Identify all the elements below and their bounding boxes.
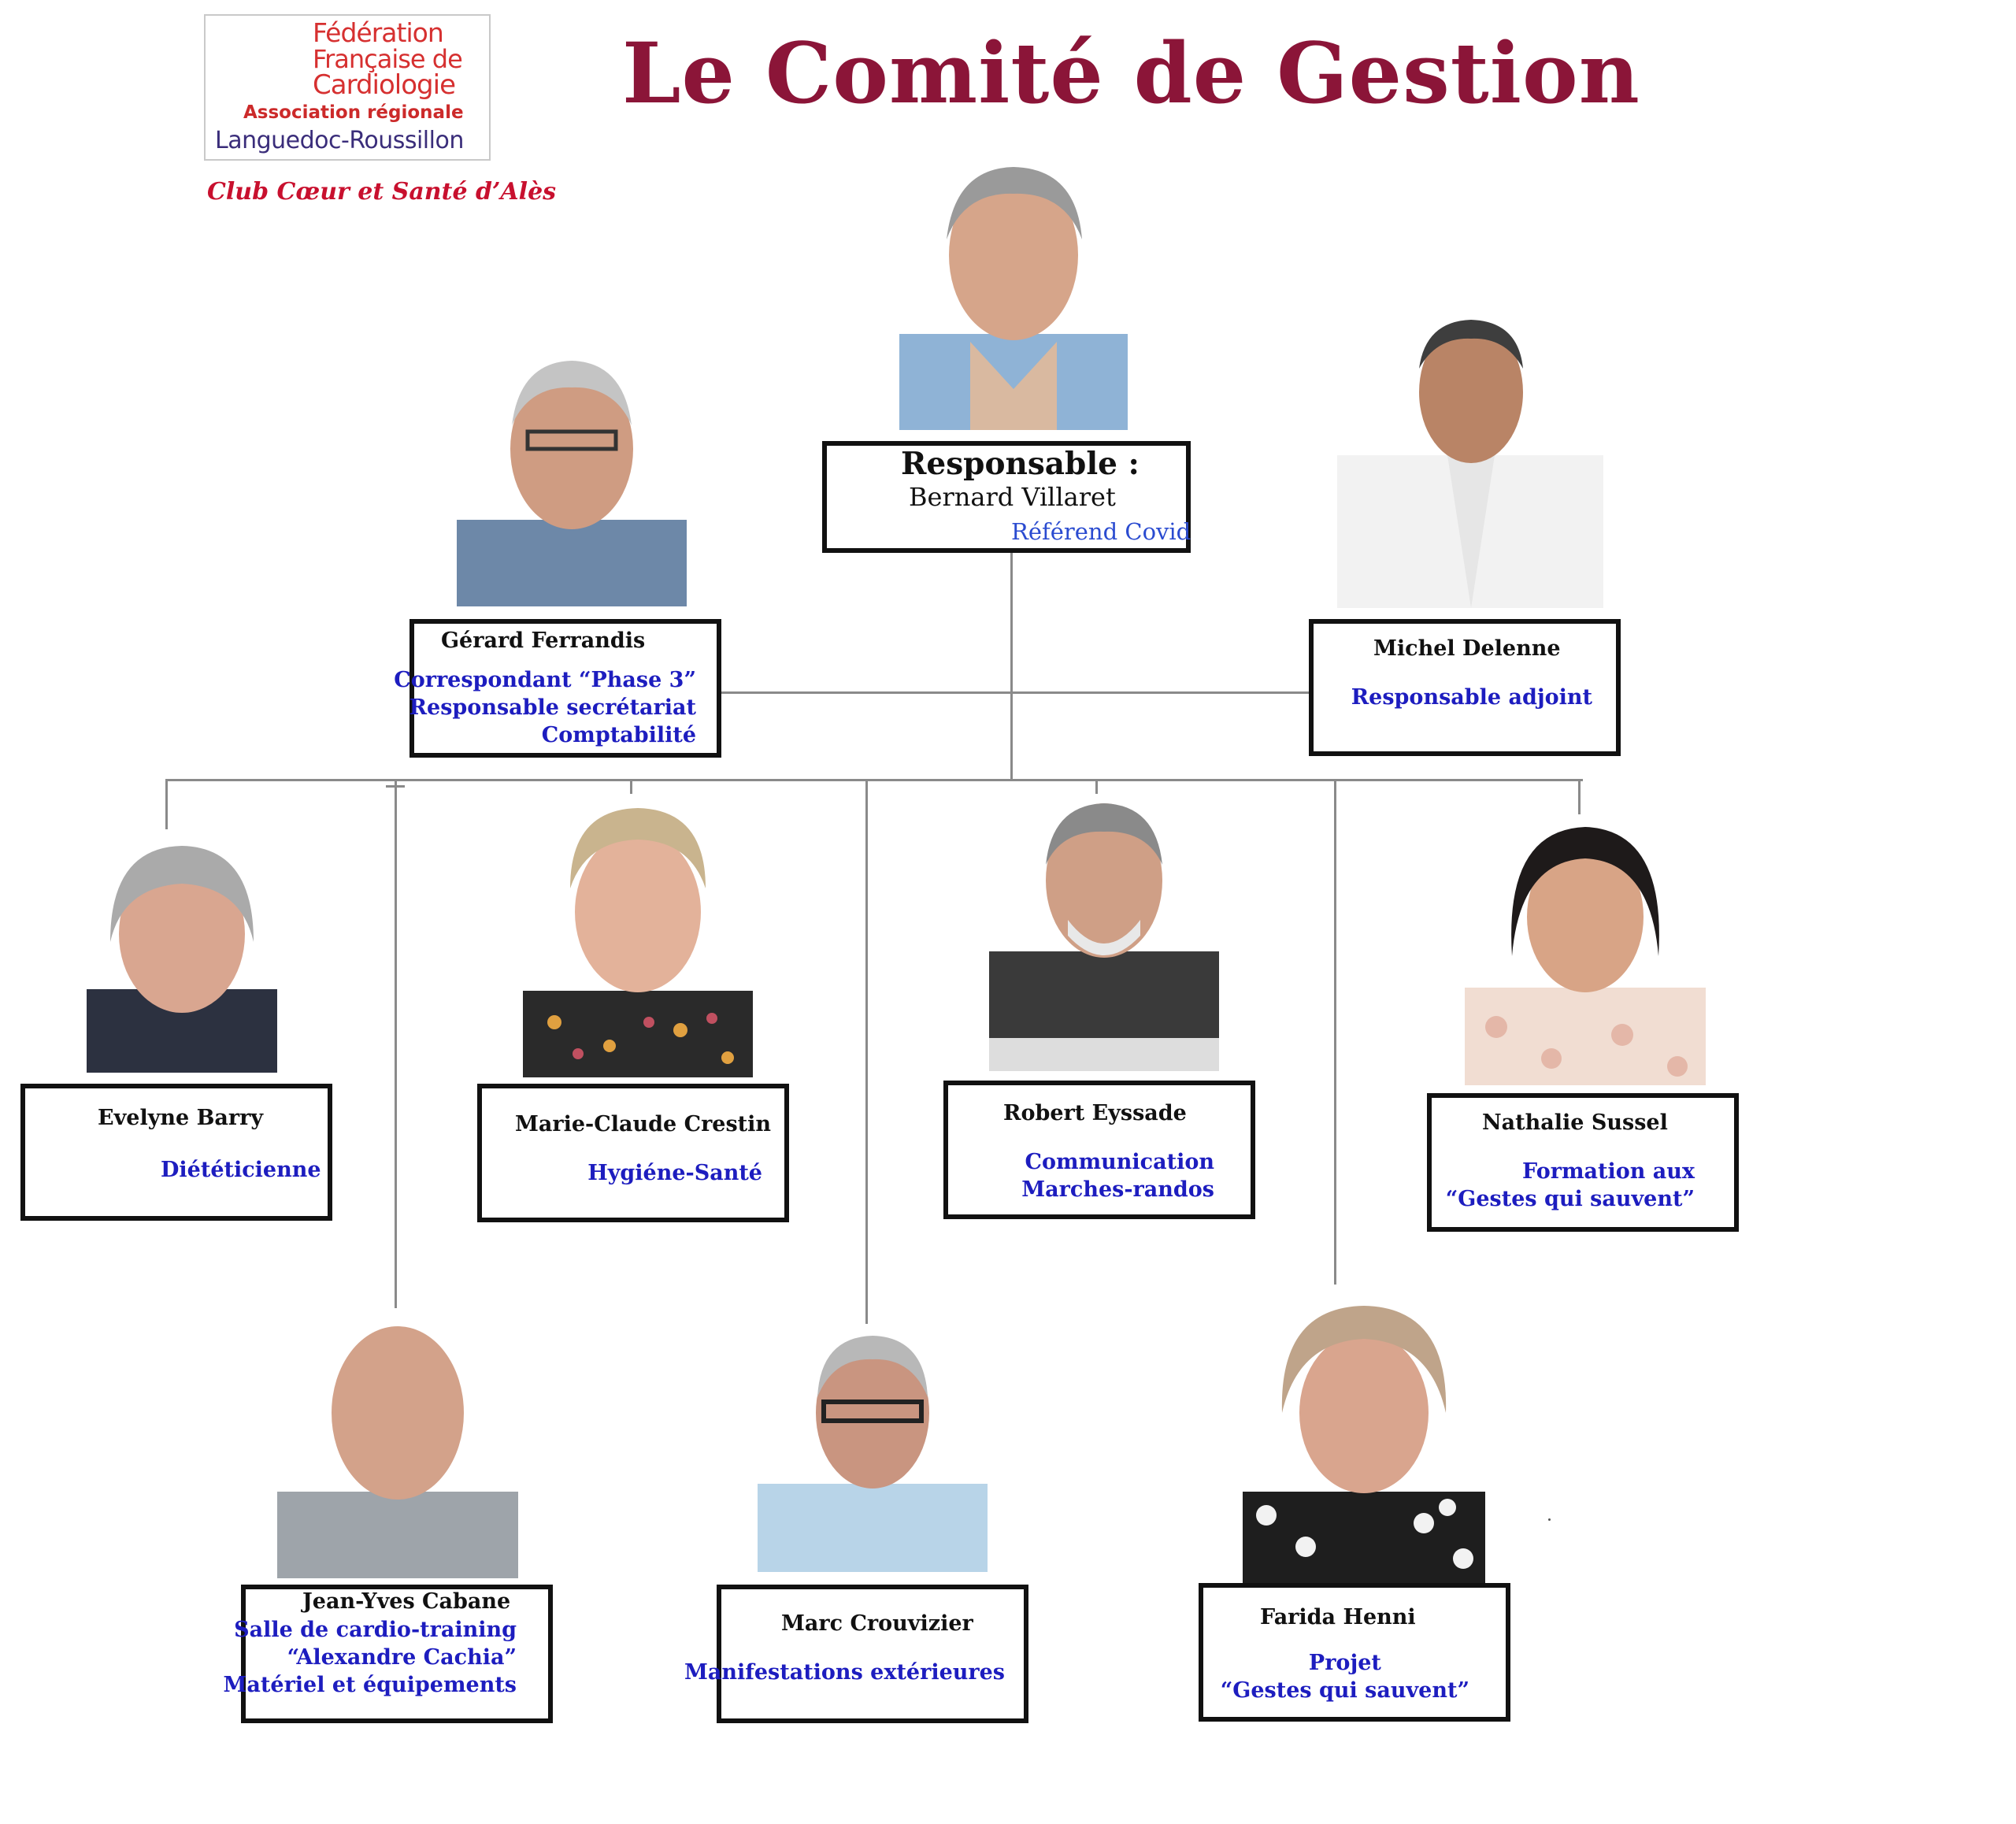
henni-box: Farida Henni Projet “Gestes qui sauvent” bbox=[1199, 1583, 1510, 1722]
cabane-role-1: Salle de cardio-training bbox=[234, 1618, 517, 1642]
logo-line-cardiologie: Cardiologie bbox=[313, 69, 456, 101]
portrait-michel-delenne bbox=[1337, 306, 1603, 608]
ferrandis-roles: Correspondant “Phase 3” Responsable secr… bbox=[394, 666, 696, 749]
connector-henni bbox=[1334, 779, 1336, 1285]
portrait-marie-claude-crestin bbox=[523, 794, 753, 1077]
page-title: Le Comité de Gestion bbox=[622, 24, 1640, 122]
delenne-role-1: Responsable adjoint bbox=[1351, 685, 1592, 710]
connector-level2-bar bbox=[721, 691, 1310, 694]
head-box: Responsable : Bernard Villaret Référend … bbox=[822, 441, 1191, 553]
portrait-robert-eyssade bbox=[989, 794, 1219, 1071]
barry-role-1: Diététicienne bbox=[161, 1158, 321, 1182]
portrait-nathalie-sussel bbox=[1465, 814, 1706, 1085]
crestin-box: Marie-Claude Crestin Hygiéne-Santé bbox=[477, 1084, 789, 1222]
crouvizier-name: Marc Crouvizier bbox=[781, 1611, 973, 1636]
eyssade-roles: Communication Marches-randos bbox=[1021, 1148, 1214, 1203]
crouvizier-roles: Manifestations extérieures bbox=[684, 1659, 1005, 1686]
ferrandis-role-1: Correspondant “Phase 3” bbox=[394, 668, 696, 692]
connector-eyssade bbox=[1095, 779, 1098, 796]
logo-line-region: Languedoc-Roussillon bbox=[215, 127, 464, 154]
eyssade-role-2: Marches-randos bbox=[1021, 1177, 1214, 1202]
portrait-bernard-villaret bbox=[899, 153, 1128, 430]
ferrandis-role-2: Responsable secrétariat bbox=[409, 695, 696, 720]
logo-line-federation: Fédération bbox=[313, 17, 444, 48]
connector-cabane bbox=[395, 779, 397, 1308]
portrait-gerard-ferrandis bbox=[457, 339, 687, 606]
sussel-roles: Formation aux “Gestes qui sauvent” bbox=[1446, 1158, 1695, 1213]
portrait-jean-yves-cabane bbox=[277, 1311, 518, 1578]
connector-level3-bar bbox=[165, 779, 1583, 781]
sussel-box: Nathalie Sussel Formation aux “Gestes qu… bbox=[1427, 1093, 1739, 1232]
connector-head-trunk bbox=[1010, 551, 1013, 781]
henni-role-1: Projet bbox=[1308, 1651, 1381, 1675]
connector-sussel bbox=[1578, 779, 1581, 817]
crestin-name: Marie-Claude Crestin bbox=[515, 1112, 772, 1136]
portrait-marc-crouvizier bbox=[758, 1326, 988, 1572]
head-label: Responsable : bbox=[901, 446, 1140, 482]
eyssade-box: Robert Eyssade Communication Marches-ran… bbox=[943, 1081, 1255, 1219]
logo-line-association: Association régionale bbox=[243, 102, 464, 123]
heart-bars-logo-icon bbox=[217, 25, 295, 98]
cabane-roles: Salle de cardio-training “Alexandre Cach… bbox=[224, 1616, 517, 1699]
barry-roles: Diététicienne bbox=[161, 1156, 321, 1184]
crestin-roles: Hygiéne-Santé bbox=[587, 1159, 762, 1187]
ferrandis-box: Gérard Ferrandis Correspondant “Phase 3”… bbox=[394, 619, 721, 758]
connector-crestin bbox=[630, 779, 632, 803]
logo-line-francaise: Française de bbox=[313, 44, 463, 74]
cabane-role-2: “Alexandre Cachia” bbox=[287, 1645, 517, 1670]
cabane-role-3: Matériel et équipements bbox=[223, 1673, 517, 1697]
crouvizier-box: Marc Crouvizier Manifestations extérieur… bbox=[684, 1585, 1028, 1723]
portrait-evelyne-barry bbox=[87, 832, 277, 1073]
cabane-name: Jean-Yves Cabane bbox=[302, 1589, 511, 1614]
ferrandis-name: Gérard Ferrandis bbox=[441, 628, 646, 653]
sussel-role-2: “Gestes qui sauvent” bbox=[1445, 1187, 1695, 1211]
barry-box: Evelyne Barry Diététicienne bbox=[20, 1084, 332, 1221]
sussel-name: Nathalie Sussel bbox=[1482, 1110, 1668, 1135]
ferrandis-role-3: Comptabilité bbox=[541, 723, 696, 747]
delenne-name: Michel Delenne bbox=[1373, 636, 1561, 661]
crestin-role-1: Hygiéne-Santé bbox=[587, 1161, 762, 1185]
henni-role-2: “Gestes qui sauvent” bbox=[1220, 1678, 1469, 1703]
connector-cabane-tick bbox=[386, 785, 405, 788]
connector-barry bbox=[165, 779, 168, 829]
federation-logo: Fédération Française de Cardiologie Asso… bbox=[204, 14, 491, 161]
stray-dot bbox=[1548, 1518, 1551, 1521]
club-name: Club Cœur et Santé d’Alès bbox=[207, 178, 557, 206]
connector-crouvizier bbox=[865, 779, 868, 1324]
henni-roles: Projet “Gestes qui sauvent” bbox=[1221, 1649, 1469, 1704]
portrait-farida-henni bbox=[1243, 1295, 1485, 1583]
henni-name: Farida Henni bbox=[1260, 1605, 1416, 1629]
head-name: Bernard Villaret bbox=[909, 482, 1116, 512]
barry-name: Evelyne Barry bbox=[98, 1106, 264, 1130]
sussel-role-1: Formation aux bbox=[1522, 1159, 1695, 1184]
delenne-roles: Responsable adjoint bbox=[1351, 684, 1592, 711]
cabane-box: Jean-Yves Cabane Salle de cardio-trainin… bbox=[224, 1585, 553, 1723]
crouvizier-role-1: Manifestations extérieures bbox=[684, 1660, 1005, 1685]
eyssade-role-1: Communication bbox=[1025, 1150, 1214, 1174]
delenne-box: Michel Delenne Responsable adjoint bbox=[1309, 619, 1621, 756]
eyssade-name: Robert Eyssade bbox=[1003, 1101, 1187, 1125]
head-role: Référend Covid bbox=[1011, 518, 1191, 545]
